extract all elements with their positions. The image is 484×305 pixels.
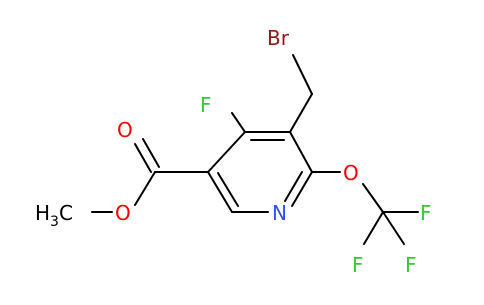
bond-cf3-f2: [363, 211, 384, 245]
bond-c-o-double-a: [134, 143, 152, 173]
bond-c5-c6: [207, 171, 233, 213]
bond-c4-f: [231, 112, 246, 133]
bond-ch2-br: [292, 54, 313, 95]
atom-methyl: H3C: [35, 201, 73, 230]
atom-o-ether: O: [343, 161, 359, 185]
methyl-subscript: 3: [50, 214, 59, 230]
bond-oether-cf3: [362, 183, 384, 213]
bond-cf3-f3: [382, 211, 405, 245]
atom-o-ester: O: [115, 201, 131, 225]
atom-f1: F: [420, 201, 432, 225]
methyl-c: C: [59, 201, 73, 225]
bond-c4-c5: [207, 131, 246, 173]
atom-n-ring: N: [272, 201, 287, 225]
methyl-h: H: [35, 201, 50, 225]
atom-f-ring: F: [200, 93, 212, 117]
bond-c2-c3: [289, 131, 313, 173]
bond-n-c2-double: [284, 171, 303, 202]
bond-c-oester: [134, 171, 156, 206]
atom-f2: F: [352, 253, 364, 277]
bond-n-c2: [291, 171, 313, 207]
bond-c-o-double-b: [142, 138, 160, 168]
atom-f3: F: [405, 253, 417, 277]
atom-br: Br: [267, 26, 290, 50]
atom-o-carbonyl: O: [117, 118, 133, 142]
bond-c3-ch2: [289, 93, 313, 133]
bond-c5-c6-double: [217, 172, 239, 207]
